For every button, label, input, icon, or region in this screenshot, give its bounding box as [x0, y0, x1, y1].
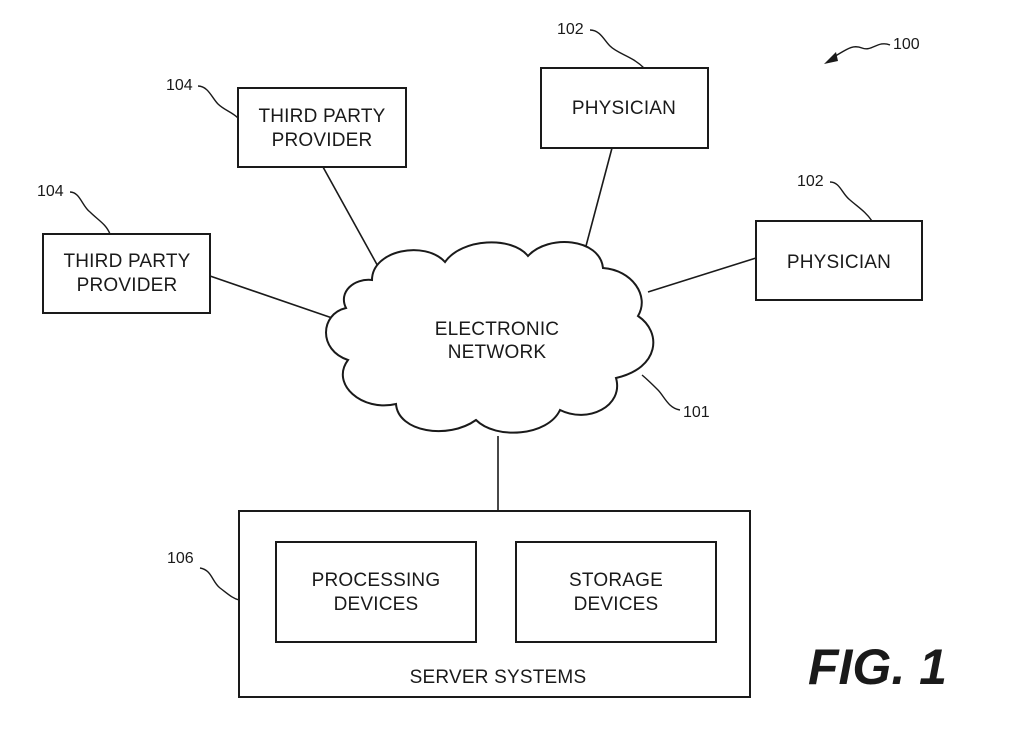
ref-101: 101	[641, 374, 710, 421]
ref-104-top-label: 104	[166, 77, 193, 94]
provider-top-label-line-1: THIRD PARTY	[258, 106, 385, 127]
ref-102-right-label: 102	[797, 173, 824, 190]
ref-100-label: 100	[893, 36, 920, 53]
server-systems-box: PROCESSING DEVICES STORAGE DEVICES SERVE…	[238, 510, 751, 698]
ref-104-left-leader	[69, 191, 111, 235]
ref-101-leader	[641, 374, 681, 411]
ref-102-top: 102	[557, 21, 645, 69]
server-systems-label: SERVER SYSTEMS	[410, 667, 587, 688]
ref-101-label: 101	[683, 404, 710, 421]
processing-devices-frame	[275, 541, 477, 643]
edge-provider-top-to-network	[322, 166, 381, 271]
ref-100-arrowhead	[824, 52, 838, 64]
ref-102-top-leader	[589, 29, 645, 69]
provider-left-frame	[42, 233, 211, 314]
physician-box-right: PHYSICIAN	[755, 220, 923, 301]
edge-physician-top-to-network	[585, 147, 613, 247]
ref-104-left-label: 104	[37, 183, 64, 200]
provider-left-label-line-2: PROVIDER	[77, 275, 178, 296]
provider-top-frame	[237, 87, 407, 168]
ref-104-left: 104	[37, 183, 111, 235]
ref-106-leader	[199, 567, 240, 601]
ref-104-top: 104	[166, 77, 239, 119]
ref-100: 100	[824, 36, 920, 64]
physician-top-frame	[540, 67, 709, 149]
ref-102-right: 102	[797, 173, 873, 222]
processing-devices-box: PROCESSING DEVICES	[275, 541, 477, 643]
storage-label-line-2: DEVICES	[574, 594, 659, 615]
ref-106-label: 106	[167, 550, 194, 567]
ref-102-top-label: 102	[557, 21, 584, 38]
cloud-outline	[325, 241, 655, 434]
storage-devices-frame	[515, 541, 717, 643]
provider-top-label-line-2: PROVIDER	[272, 130, 373, 151]
physician-top-label: PHYSICIAN	[572, 98, 676, 119]
electronic-network-cloud: ELECTRONIC NETWORK	[325, 241, 655, 434]
ref-100-leader	[831, 43, 891, 59]
figure-label: FIG. 1	[808, 639, 947, 695]
third-party-provider-box-left: THIRD PARTY PROVIDER	[42, 233, 211, 314]
edge-physician-right-to-network	[647, 257, 757, 293]
storage-devices-box: STORAGE DEVICES	[515, 541, 717, 643]
network-label-line-2: NETWORK	[448, 342, 547, 363]
ref-106: 106	[167, 550, 240, 601]
provider-left-label-line-1: THIRD PARTY	[63, 251, 190, 272]
storage-label-line-1: STORAGE	[569, 570, 663, 591]
physician-right-frame	[755, 220, 923, 301]
physician-box-top: PHYSICIAN	[540, 67, 709, 149]
edge-provider-left-to-network	[209, 275, 339, 321]
network-label-line-1: ELECTRONIC	[435, 319, 559, 340]
ref-102-right-leader	[829, 181, 873, 222]
processing-label-line-1: PROCESSING	[312, 570, 441, 591]
physician-right-label: PHYSICIAN	[787, 252, 891, 273]
ref-104-top-leader	[197, 85, 239, 119]
processing-label-line-2: DEVICES	[334, 594, 419, 615]
third-party-provider-box-top: THIRD PARTY PROVIDER	[237, 87, 407, 168]
